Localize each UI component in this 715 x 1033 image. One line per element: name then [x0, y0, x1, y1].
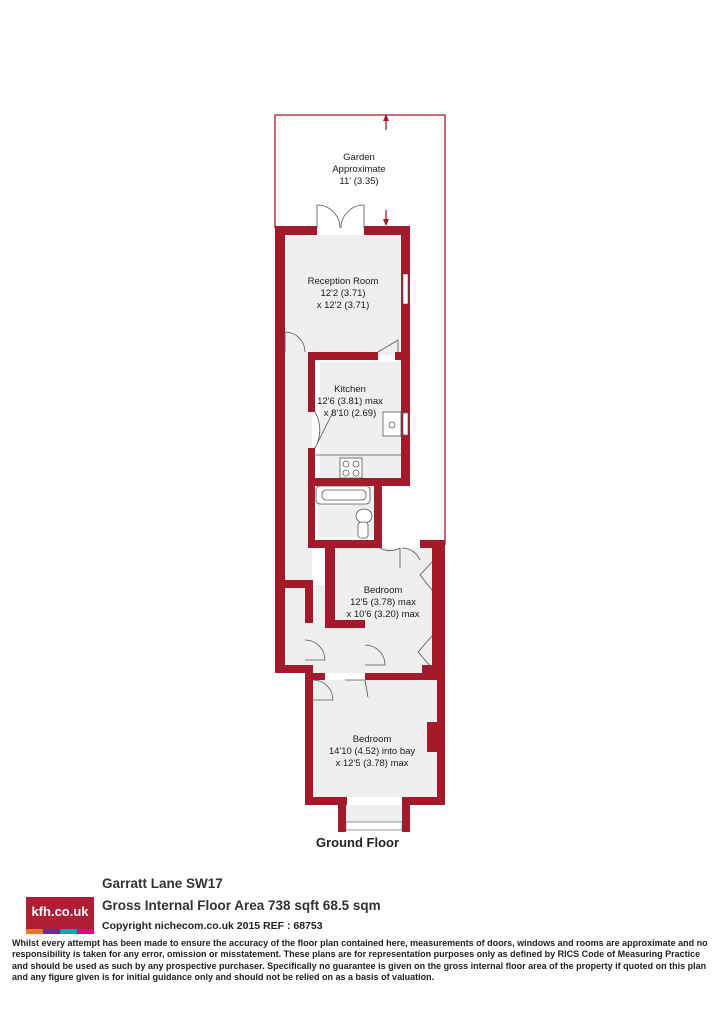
bedroom2-name: Bedroom: [353, 734, 392, 745]
reception-size-2: x 12'2 (3.71): [317, 300, 370, 311]
floor-plan: Garden Approximate 11' (3.35) Reception …: [274, 114, 446, 832]
kitchen-size-1: 12'6 (3.81) max: [317, 396, 383, 407]
bedroom1-size-2: x 10'6 (3.20) max: [346, 609, 419, 620]
garden-area: [274, 114, 446, 545]
room-labels: Garden Approximate 11' (3.35) Reception …: [308, 152, 420, 769]
basin-icon: [355, 508, 373, 524]
walls: [275, 226, 445, 832]
logo-stripe: [43, 929, 60, 934]
disclaimer: Whilst every attempt has been made to en…: [12, 938, 708, 983]
floor-title: Ground Floor: [315, 835, 400, 850]
reception-size-1: 12'2 (3.71): [320, 288, 365, 299]
logo-text: kfh.co.uk: [31, 904, 89, 919]
doors: [284, 204, 433, 701]
kfh-logo: kfh.co.uk: [26, 897, 94, 934]
fixtures: [312, 411, 402, 539]
bedroom1-name: Bedroom: [364, 585, 403, 596]
logo-stripes: [26, 929, 94, 934]
garden-size: 11' (3.35): [339, 176, 378, 187]
kitchen-name: Kitchen: [334, 384, 366, 395]
bedroom2-size-2: x 12'5 (3.78) max: [335, 758, 408, 769]
garden-line2: Approximate: [332, 164, 385, 175]
toilet-icon: [357, 521, 369, 539]
property-address: Garratt Lane SW17: [102, 876, 223, 891]
logo-stripe: [26, 929, 43, 934]
bedroom1-size-1: 12'5 (3.78) max: [350, 597, 416, 608]
reception-name: Reception Room: [308, 276, 379, 287]
garden-name: Garden: [343, 152, 375, 163]
sink-icon: [382, 411, 402, 437]
kitchen-size-2: x 8'10 (2.69): [324, 408, 377, 419]
logo-stripe: [77, 929, 94, 934]
hob-icon: [339, 457, 363, 479]
bedroom2-size-1: 14'10 (4.52) into bay: [329, 746, 416, 757]
floor-area: Gross Internal Floor Area 738 sqft 68.5 …: [102, 898, 381, 913]
logo-stripe: [60, 929, 77, 934]
copyright: Copyright nichecom.co.uk 2015 REF : 6875…: [102, 920, 323, 932]
